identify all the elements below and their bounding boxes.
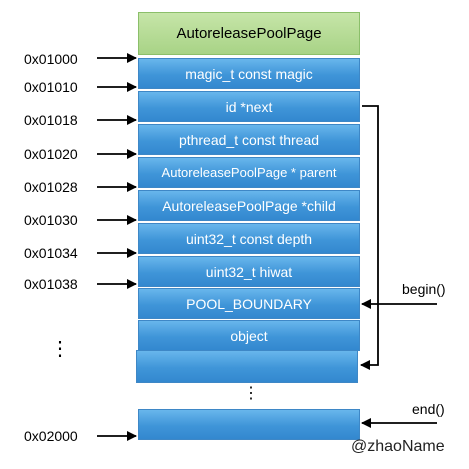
next-pointer-arrow bbox=[360, 105, 379, 370]
field-empty-slot bbox=[136, 350, 358, 383]
field-label: AutoreleasePoolPage *child bbox=[162, 197, 336, 214]
address-label: 0x01034 bbox=[24, 245, 78, 261]
address-label: 0x01030 bbox=[24, 212, 78, 228]
address-label: 0x01020 bbox=[24, 146, 78, 162]
address-label: 0x01000 bbox=[24, 51, 78, 67]
middle-ellipsis: ⋮ bbox=[243, 385, 259, 402]
end-label: end() bbox=[412, 401, 445, 417]
field-hiwat: uint32_t hiwat bbox=[138, 256, 360, 287]
field-label: id *next bbox=[225, 98, 273, 115]
address-label: 0x01018 bbox=[24, 112, 78, 128]
field-thread: pthread_t const thread bbox=[138, 124, 360, 155]
address-label: 0x01038 bbox=[24, 276, 78, 292]
address-label: 0x01028 bbox=[24, 179, 78, 195]
field-next: id *next bbox=[138, 91, 360, 122]
begin-label: begin() bbox=[402, 281, 446, 297]
address-label: 0x01010 bbox=[24, 79, 78, 95]
field-label: POOL_BOUNDARY bbox=[186, 295, 312, 312]
field-label: pthread_t const thread bbox=[178, 131, 320, 148]
end-block bbox=[138, 409, 360, 440]
address-label: 0x02000 bbox=[24, 428, 78, 444]
page-title: AutoreleasePoolPage bbox=[176, 25, 322, 42]
watermark: @zhaoName bbox=[351, 438, 445, 455]
field-magic: magic_t const magic bbox=[138, 58, 360, 89]
field-label: object bbox=[230, 327, 268, 344]
field-label: uint32_t const depth bbox=[185, 230, 313, 247]
field-label: magic_t const magic bbox=[185, 65, 313, 82]
page-title-box: AutoreleasePoolPage bbox=[138, 12, 360, 55]
field-label: AutoreleasePoolPage * parent bbox=[161, 165, 337, 180]
field-depth: uint32_t const depth bbox=[138, 223, 360, 254]
left-ellipsis: ⋮ bbox=[50, 338, 70, 360]
field-pool-boundary: POOL_BOUNDARY bbox=[138, 288, 360, 319]
field-object: object bbox=[138, 320, 360, 351]
field-child: AutoreleasePoolPage *child bbox=[138, 190, 360, 221]
field-parent: AutoreleasePoolPage * parent bbox=[138, 157, 360, 188]
field-label: uint32_t hiwat bbox=[205, 263, 293, 280]
